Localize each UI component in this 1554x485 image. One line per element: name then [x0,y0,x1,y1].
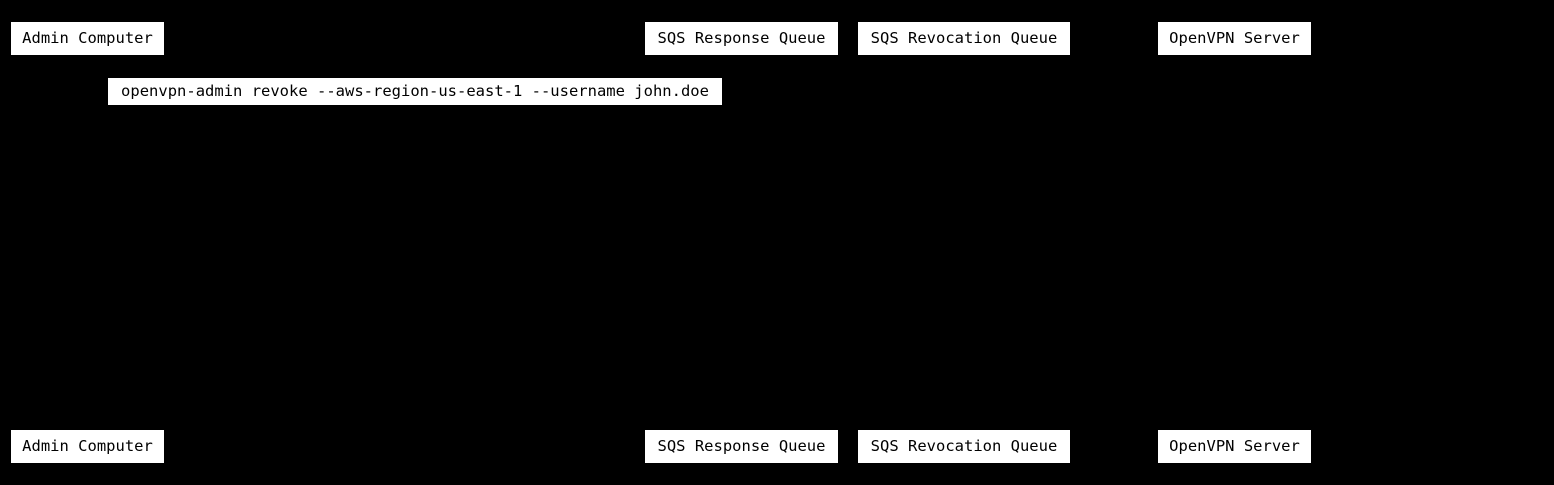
message-label-revoke-command: openvpn-admin revoke --aws-region-us-eas… [108,78,722,105]
participant-top-sqs-revocation-queue: SQS Revocation Queue [858,22,1070,55]
participant-top-openvpn-server: OpenVPN Server [1158,22,1311,55]
participant-top-admin-computer: Admin Computer [11,22,164,55]
participant-bottom-openvpn-server: OpenVPN Server [1158,430,1311,463]
participant-bottom-sqs-revocation-queue: SQS Revocation Queue [858,430,1070,463]
participant-bottom-admin-computer: Admin Computer [11,430,164,463]
participant-bottom-sqs-response-queue: SQS Response Queue [645,430,838,463]
participant-top-sqs-response-queue: SQS Response Queue [645,22,838,55]
